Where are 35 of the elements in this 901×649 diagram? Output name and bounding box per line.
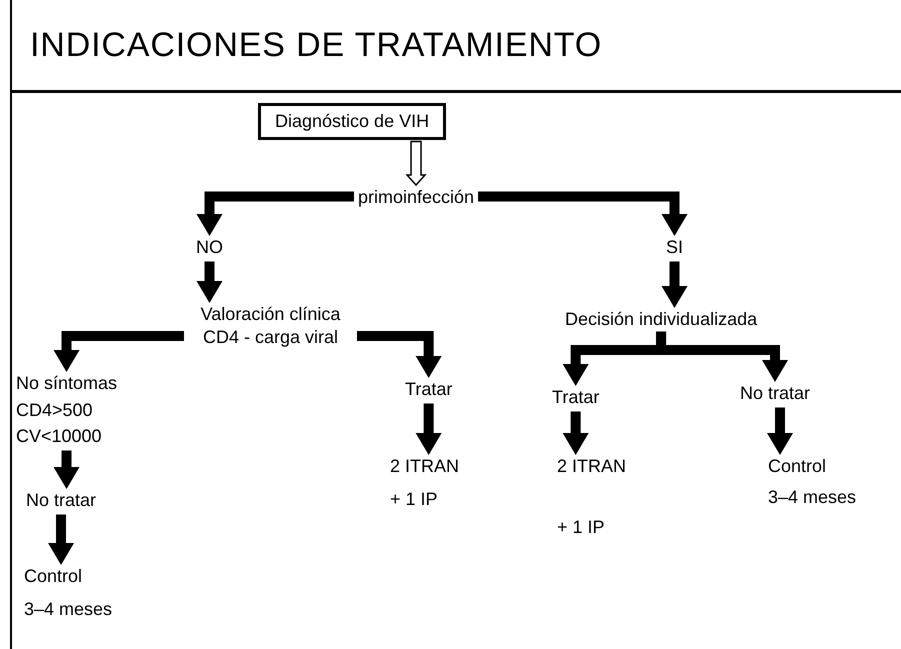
title: INDICACIONES DE TRATAMIENTO <box>30 28 602 62</box>
process-box: Diagnóstico de VIH <box>258 103 446 140</box>
option-label: Tratar <box>405 378 452 400</box>
option-label: No tratar <box>740 382 810 404</box>
branch-label: SI <box>666 236 684 258</box>
treatment-label: 2 ITRAN <box>557 455 626 478</box>
step-label: Decisión individualizada <box>565 308 758 330</box>
treatment-label: 2 ITRAN <box>390 455 460 478</box>
arrow <box>48 514 74 565</box>
treatment-label: + 1 IP <box>390 488 438 510</box>
hollow-arrow <box>405 140 427 186</box>
followup-label: 3–4 meses <box>24 598 112 620</box>
arrow <box>662 262 688 308</box>
condition-label: CD4>500 <box>16 398 93 421</box>
arrow <box>416 404 442 455</box>
arrow <box>562 412 589 455</box>
followup-label: Control <box>24 565 82 588</box>
followup-label: Control <box>768 455 826 478</box>
arrow <box>196 192 354 236</box>
option-label: Tratar <box>552 386 600 408</box>
arrow <box>478 192 688 236</box>
arrow <box>196 262 222 303</box>
decision-label: primoinfección <box>358 186 474 208</box>
condition-label: CV<10000 <box>16 425 102 448</box>
arrow <box>767 408 793 455</box>
arrow <box>656 332 788 382</box>
followup-label: 3–4 meses <box>768 486 856 508</box>
treatment-label: + 1 IP <box>557 516 605 538</box>
condition-label: No síntomas <box>16 372 118 394</box>
arrow <box>54 331 184 372</box>
step-label: Valoración clínica CD4 - carga viral <box>200 303 342 348</box>
branch-label: NO <box>196 236 223 258</box>
option-label: No tratar <box>26 489 96 512</box>
arrow <box>54 450 80 489</box>
arrow <box>357 331 442 378</box>
